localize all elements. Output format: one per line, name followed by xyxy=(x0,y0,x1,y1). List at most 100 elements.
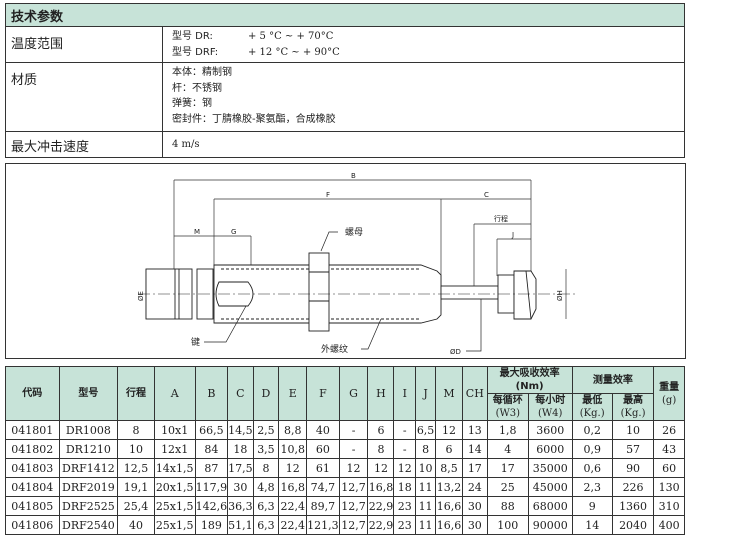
col-mass: 测量效率 xyxy=(571,366,655,394)
table-cell: 3600 xyxy=(527,420,573,440)
dim-stroke: 行程 xyxy=(494,214,508,223)
table-cell: 68000 xyxy=(527,496,573,516)
table-cell: 8 xyxy=(367,439,395,459)
table-cell: DR1008 xyxy=(58,420,119,440)
table-cell: 14x1,5 xyxy=(153,458,196,478)
speed-value: 4 m/s xyxy=(172,138,200,150)
table-cell: 60 xyxy=(306,439,340,459)
table-cell: DRF2540 xyxy=(58,515,119,535)
table-cell: 22,4 xyxy=(278,496,308,516)
table-cell: 11 xyxy=(415,515,437,535)
material-line: 密封件：丁腈橡胶-聚氨酯，合成橡胶 xyxy=(172,113,336,125)
table-cell: 400 xyxy=(653,515,685,535)
material-line: 杆：不锈钢 xyxy=(172,82,222,94)
col-w4: 每小时(W4) xyxy=(527,393,573,421)
table-cell: 4 xyxy=(486,439,529,459)
table-cell: 041803 xyxy=(5,458,60,478)
table-cell: 14,5 xyxy=(227,420,254,440)
table-cell: 26 xyxy=(653,420,685,440)
specs-title: 技术参数 xyxy=(5,3,685,27)
table-cell: DRF2019 xyxy=(58,477,119,497)
temp-model-drf: 型号 DRF: xyxy=(172,46,219,58)
shock-absorber-drawing xyxy=(138,252,576,332)
thread-label: 外螺纹 xyxy=(321,343,348,355)
table-cell: 90000 xyxy=(527,515,573,535)
table-cell: 12 xyxy=(393,458,417,478)
table-cell: 51,1 xyxy=(227,515,254,535)
col-M: M xyxy=(435,366,463,421)
table-cell: 8,5 xyxy=(435,458,463,478)
table-cell: 40 xyxy=(306,420,340,440)
table-cell: 20x1,5 xyxy=(153,477,196,497)
material-value: 本体：精制钢 杆：不锈钢 弹簧：钢 密封件：丁腈橡胶-聚氨酯，合成橡胶 xyxy=(162,62,685,132)
material-line: 本体：精制钢 xyxy=(172,67,232,78)
table-cell: 12,5 xyxy=(117,458,155,478)
table-cell: - xyxy=(338,439,369,459)
table-cell: 30 xyxy=(461,515,488,535)
table-cell: 45000 xyxy=(527,477,573,497)
table-cell: DRF2525 xyxy=(58,496,119,516)
table-cell: 84 xyxy=(194,439,229,459)
material-line: 弹簧：钢 xyxy=(172,98,212,109)
table-cell: 8 xyxy=(415,439,437,459)
table-cell: 0,2 xyxy=(571,420,613,440)
table-cell: 17,5 xyxy=(227,458,254,478)
table-cell: DRF1412 xyxy=(58,458,119,478)
temp-range-dr: + 5 °C ~ + 70°C xyxy=(248,31,334,42)
table-cell: 6,3 xyxy=(252,515,280,535)
table-cell: 66,5 xyxy=(194,420,229,440)
table-cell: 10,8 xyxy=(278,439,308,459)
table-cell: 40 xyxy=(117,515,155,535)
table-cell: 74,7 xyxy=(306,477,340,497)
table-cell: 23 xyxy=(393,515,417,535)
key-label: 键 xyxy=(191,336,200,348)
table-cell: 3,5 xyxy=(252,439,280,459)
table-cell: 36,3 xyxy=(227,496,254,516)
nut-label: 螺母 xyxy=(345,227,363,238)
col-I: I xyxy=(393,366,417,421)
dim-C: C xyxy=(484,191,489,199)
table-cell: DR1210 xyxy=(58,439,119,459)
table-cell: 117,9 xyxy=(194,477,229,497)
col-min-mass: 最低(Kg.) xyxy=(571,393,613,421)
dimension-diagram: B F C 行程 J M G 螺母 键 外螺纹 ØD ØE ØH xyxy=(5,163,686,359)
table-cell: 22,9 xyxy=(367,515,395,535)
table-cell: 130 xyxy=(653,477,685,497)
table-cell: 12x1 xyxy=(153,439,196,459)
table-cell: 61 xyxy=(306,458,340,478)
table-cell: 90 xyxy=(611,458,655,478)
temp-value: 型号 DR:+ 5 °C ~ + 70°C 型号 DRF:+ 12 °C ~ +… xyxy=(162,26,685,63)
table-cell: 43 xyxy=(653,439,685,459)
table-cell: 8 xyxy=(252,458,280,478)
col-J: J xyxy=(415,366,437,421)
col-code: 代码 xyxy=(5,366,60,421)
dim-G: G xyxy=(231,228,236,236)
col-stroke: 行程 xyxy=(117,366,155,421)
table-cell: 35000 xyxy=(527,458,573,478)
table-cell: 14 xyxy=(461,439,488,459)
table-cell: 041804 xyxy=(5,477,60,497)
table-cell: 10 xyxy=(415,458,437,478)
col-F: F xyxy=(306,366,340,421)
table-cell: - xyxy=(393,420,417,440)
table-cell: 10 xyxy=(611,420,655,440)
dim-J: J xyxy=(511,231,514,239)
table-cell: 6000 xyxy=(527,439,573,459)
col-max-mass: 最高(Kg.) xyxy=(611,393,655,421)
col-A: A xyxy=(153,366,196,421)
models-table: 代码 型号 行程 A B C D E F G H I J M CH 最大吸收效率… xyxy=(5,366,685,535)
table-cell: 4,8 xyxy=(252,477,280,497)
table-cell: 25x1,5 xyxy=(153,515,196,535)
table-cell: 2,3 xyxy=(571,477,613,497)
table-cell: 12 xyxy=(278,458,308,478)
col-weight: 重量(g) xyxy=(653,366,685,421)
dim-B: B xyxy=(351,172,356,180)
table-cell: 22,4 xyxy=(278,515,308,535)
col-H: H xyxy=(367,366,395,421)
table-cell: - xyxy=(338,420,369,440)
